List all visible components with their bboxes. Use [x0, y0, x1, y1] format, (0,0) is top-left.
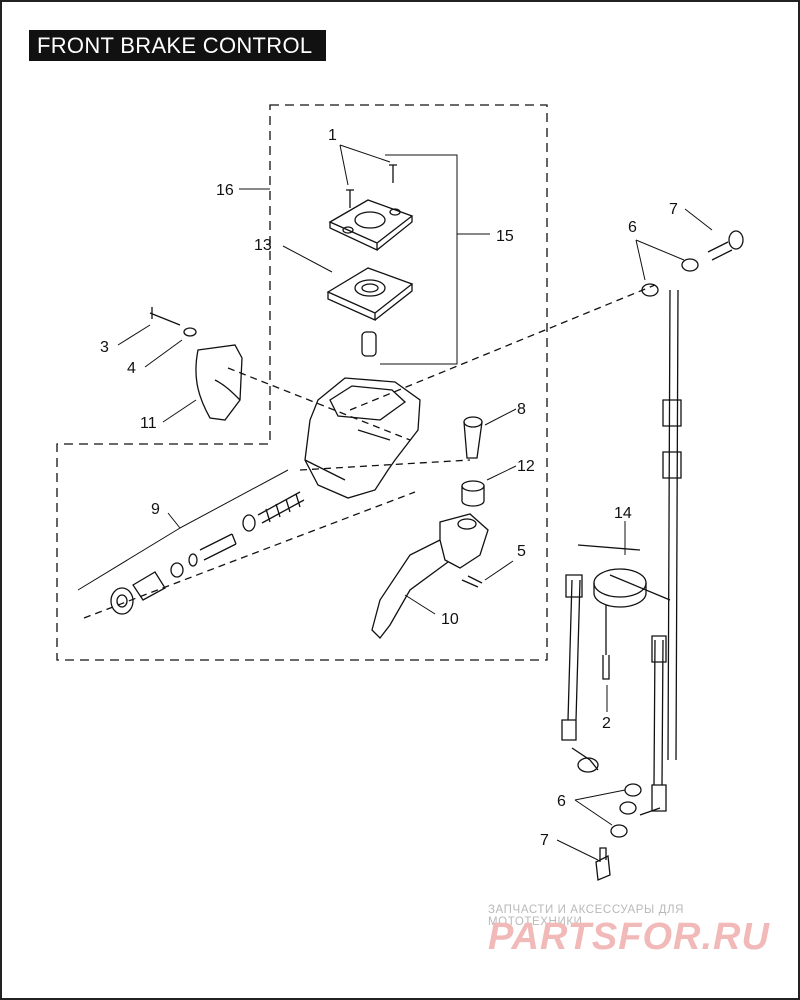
callout-6-bottom: 6 [557, 793, 566, 810]
washer-part-4 [183, 327, 197, 337]
callout-11: 11 [140, 415, 157, 432]
master-cylinder-body [304, 377, 421, 499]
page-title: FRONT BRAKE CONTROL [29, 30, 326, 61]
washer-part-6 [610, 258, 699, 838]
watermark-caption: ЗАПЧАСТИ И АКСЕССУАРЫ ДЛЯ МОТОТЕХНИКИ [488, 904, 685, 928]
alignment-lines [83, 284, 656, 619]
clip-part-5 [461, 575, 483, 588]
handlebar-clamp-part-11 [195, 344, 243, 421]
callout-14: 14 [614, 505, 632, 522]
leader-lines [77, 144, 713, 861]
callout-4: 4 [127, 360, 136, 377]
callout-7-top: 7 [669, 201, 678, 218]
callout-1: 1 [328, 127, 337, 144]
callout-2: 2 [602, 715, 611, 732]
callout-16: 16 [216, 182, 234, 199]
diaphragm-part-13 [326, 267, 414, 322]
reservoir-plug [361, 331, 377, 357]
bushing-part-12 [461, 480, 485, 507]
callout-5: 5 [517, 543, 526, 560]
callout-9: 9 [151, 501, 160, 518]
brake-lever-part-10 [371, 513, 489, 639]
kit-outline-16 [56, 104, 548, 661]
screw-part-2 [602, 605, 610, 680]
pivot-pin-part-8 [463, 416, 483, 459]
watermark-logo: PARTSFOR.RU [488, 916, 770, 958]
reservoir-cover-part-15 [328, 199, 414, 252]
callout-3: 3 [100, 339, 109, 356]
brake-line-assembly-part-14 [561, 289, 682, 816]
banjo-bolt-part-7 [595, 230, 744, 881]
callout-15: 15 [496, 228, 514, 245]
clamp-screw-part-3 [149, 307, 181, 326]
callout-10: 10 [441, 611, 459, 628]
screw-part-1 [346, 164, 397, 208]
callout-13: 13 [254, 237, 272, 254]
callout-7-bottom: 7 [540, 832, 549, 849]
callout-8: 8 [517, 401, 526, 418]
callout-6-top: 6 [628, 219, 637, 236]
piston-kit-part-9 [110, 491, 305, 615]
callout-12: 12 [517, 458, 535, 475]
